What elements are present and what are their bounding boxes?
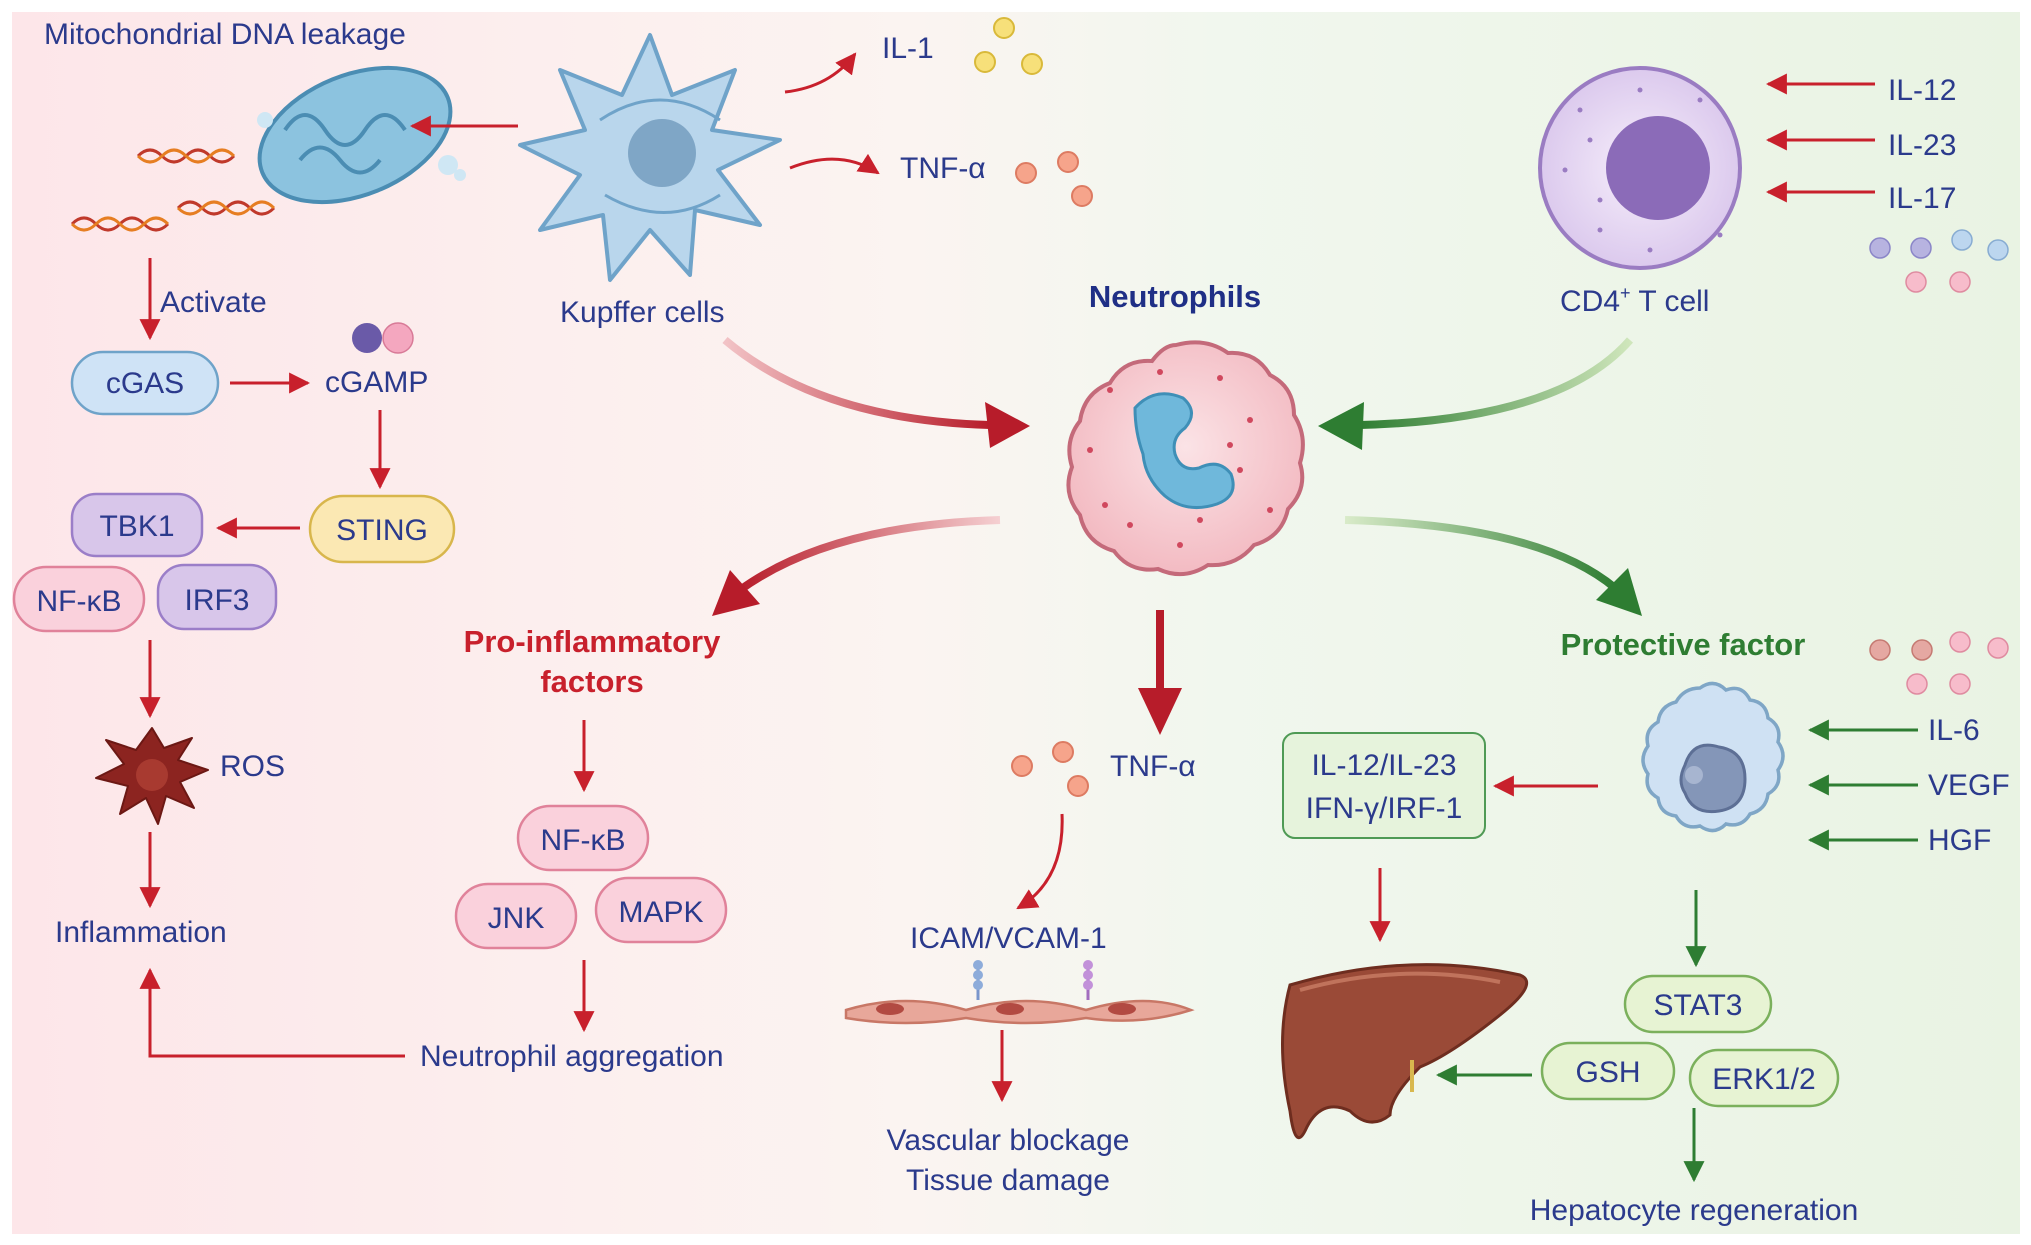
svg-text:IFN-γ/IRF-1: IFN-γ/IRF-1: [1306, 792, 1463, 825]
jnk-node: JNK: [454, 882, 578, 950]
il12-label: IL-12: [1888, 74, 1956, 107]
il1-particle: [974, 51, 996, 73]
arrow-cd4-to-neutrophil: [1359, 337, 1634, 429]
svg-text:IL-12/IL-23: IL-12/IL-23: [1311, 749, 1456, 782]
arrowhead-neutrophil-to-protective: [1596, 568, 1642, 616]
tnf-particle: [1015, 162, 1037, 184]
mito-dna-leakage-label: Mitochondrial DNA leakage: [44, 18, 406, 51]
tnf-middle-label: TNF-α: [1110, 750, 1196, 783]
ros-label: ROS: [220, 750, 285, 783]
dna-strand-icon: [176, 200, 276, 216]
tnf-particle: [1067, 775, 1089, 797]
svg-text:cGAS: cGAS: [106, 367, 184, 400]
il1-particle: [993, 17, 1015, 39]
arrowhead-cd4-to-neutrophil: [1318, 402, 1364, 450]
icam-vcam-label: ICAM/VCAM-1: [910, 922, 1107, 955]
arrowhead-neutrophil-to-tnf: [1138, 688, 1182, 735]
neutrophil-cell-icon: [1066, 340, 1305, 577]
mitochondrion-icon: [257, 65, 466, 205]
erk-node: ERK1/2: [1688, 1048, 1840, 1108]
tnf-particle: [1071, 185, 1093, 207]
svg-text:STAT3: STAT3: [1654, 989, 1743, 1022]
tissue-damage-label: Tissue damage: [906, 1164, 1110, 1197]
cd4-t-cell-label: CD4+ T cell: [1560, 283, 1709, 318]
svg-text:ERK1/2: ERK1/2: [1712, 1063, 1815, 1096]
arrow-neutrophil-to-pro: [737, 516, 1001, 594]
gsh-node: GSH: [1540, 1041, 1676, 1101]
stat3-node: STAT3: [1623, 974, 1773, 1034]
mapk-node: MAPK: [594, 876, 728, 944]
cgas-node: cGAS: [70, 350, 220, 416]
neutrophils-label: Neutrophils: [1089, 279, 1261, 314]
svg-text:NF-κB: NF-κB: [541, 824, 626, 857]
nfkb-left-node: NF-κB: [12, 565, 146, 633]
svg-text:TBK1: TBK1: [99, 510, 174, 543]
activate-label: Activate: [160, 286, 267, 319]
il1-label: IL-1: [882, 32, 934, 65]
tnf-particle: [1057, 151, 1079, 173]
tnf-top-label: TNF-α: [900, 152, 986, 185]
arrow-kupffer-to-neutrophil: [722, 336, 991, 429]
arrow-kupffer-to-tnf: [789, 153, 880, 175]
il1-particle: [1021, 53, 1043, 75]
il17-label: IL-17: [1888, 182, 1956, 215]
tnf-particle: [1011, 755, 1033, 777]
pro-inflammatory-label: Pro-inflammatory: [464, 624, 721, 659]
svg-text:MAPK: MAPK: [618, 896, 703, 929]
svg-text:GSH: GSH: [1575, 1056, 1640, 1089]
cgamp-molecule-icon: [352, 323, 382, 353]
inflammation-label: Inflammation: [55, 916, 227, 949]
tnf-particle: [1052, 741, 1074, 763]
protective-factor-label: Protective factor: [1561, 627, 1806, 662]
ros-icon: [95, 727, 209, 825]
kupffer-cells-label: Kupffer cells: [560, 296, 725, 329]
cd4-t-cell-icon: [1538, 66, 1742, 270]
cgamp-label: cGAMP: [325, 366, 428, 399]
vegf-label: VEGF: [1928, 769, 2010, 802]
arrow-neutrophil-to-protective: [1344, 516, 1618, 592]
sting-node: STING: [308, 494, 456, 564]
cytokine-particles: [1869, 229, 2009, 293]
dna-strand-icon: [136, 148, 236, 164]
il12-ifn-box: IL-12/IL-23 IFN-γ/IRF-1: [1282, 732, 1486, 839]
hepatocyte-regeneration-label: Hepatocyte regeneration: [1530, 1194, 1859, 1227]
liver-icon: [1281, 963, 1529, 1140]
tbk1-node: TBK1: [70, 492, 204, 558]
svg-text:STING: STING: [336, 514, 428, 547]
irf3-node: IRF3: [156, 563, 278, 631]
cgamp-molecule-icon: [382, 322, 414, 354]
nfkb-middle-node: NF-κB: [516, 804, 650, 872]
arrow-aggregation-to-inflammation: [139, 967, 405, 1058]
kupffer-cell-icon: [518, 33, 782, 282]
neutrophil-aggregation-label: Neutrophil aggregation: [420, 1040, 724, 1073]
svg-text:IRF3: IRF3: [184, 584, 249, 617]
il6-label: IL-6: [1928, 714, 1980, 747]
arrow-kupffer-to-il1: [784, 52, 857, 94]
il23-label: IL-23: [1888, 129, 1956, 162]
svg-text:JNK: JNK: [488, 902, 545, 935]
endothelium-icon: [844, 960, 1195, 1025]
arrow-tnf-to-icam: [1016, 813, 1064, 910]
macrophage-cell-icon: [1641, 681, 1785, 833]
vascular-blockage-label: Vascular blockage: [887, 1124, 1130, 1157]
dna-strand-icon: [70, 216, 170, 232]
arrowhead-kupffer-to-neutrophil: [985, 402, 1030, 448]
cytokine-particles: [1869, 631, 2009, 695]
arrowhead-neutrophil-to-pro: [712, 570, 760, 616]
svg-text:NF-κB: NF-κB: [37, 585, 122, 618]
hgf-label: HGF: [1928, 824, 1991, 857]
pro-inflammatory-label-line2: factors: [540, 664, 643, 699]
